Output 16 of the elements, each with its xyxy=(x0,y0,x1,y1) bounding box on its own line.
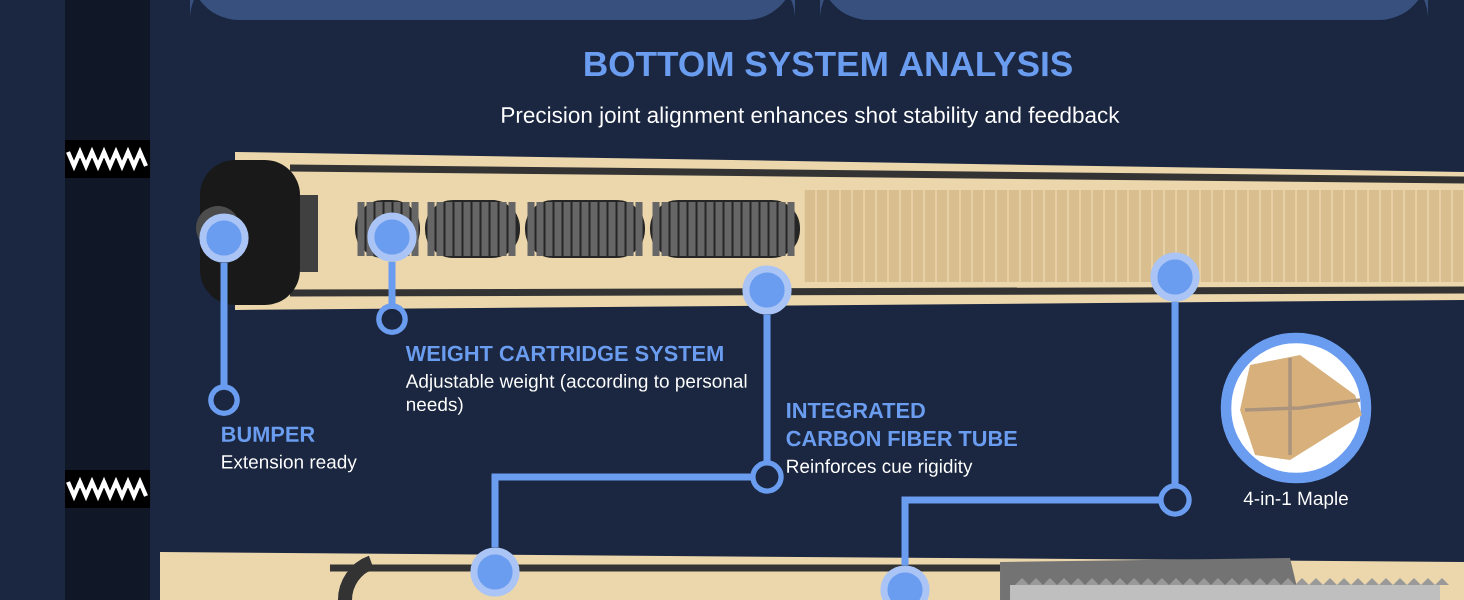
leader-line xyxy=(208,262,240,416)
callout-text: BUMPER Extension ready xyxy=(222,426,357,473)
subtitle: Precision joint alignment enhances shot stability and feedback xyxy=(502,106,1120,128)
marker-dot xyxy=(880,565,930,600)
marker-dot xyxy=(367,212,417,262)
leader-line xyxy=(901,301,1192,566)
callout-text: WEIGHT CARTRIDGE SYSTEM Adjustable weight (according to personal needs) xyxy=(405,345,747,415)
marker-dot xyxy=(1150,252,1200,302)
leader-line xyxy=(491,314,784,548)
caption-text: 4-in-1 Maple xyxy=(1243,491,1348,509)
title: BOTTOM SYSTEM ANALYSIS xyxy=(585,51,1072,77)
leader-line xyxy=(376,261,408,335)
marker-dot xyxy=(199,213,249,263)
marker-dot xyxy=(470,547,520,597)
callout-text: INTEGRATED CARBON FIBER TUBE Reinforces cue rigidity xyxy=(786,402,1017,477)
marker-dot xyxy=(742,265,792,315)
